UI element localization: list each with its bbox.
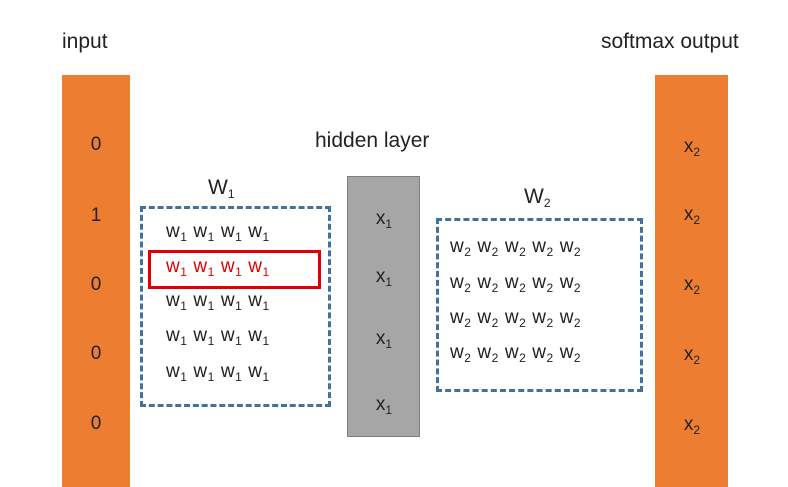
w1-entry: w1: [248, 256, 270, 279]
output-unit: x2: [683, 344, 701, 367]
hidden-unit: x1: [375, 394, 393, 417]
input-title: input: [62, 30, 108, 53]
w2-entry: w2: [532, 342, 554, 365]
w1-entry: w1: [166, 361, 188, 384]
w1-entry: w1: [193, 361, 215, 384]
w1-entry: w1: [166, 325, 188, 348]
w1-entry: w1: [220, 290, 243, 313]
w2-entry: w2: [477, 307, 499, 330]
w2-entry: w2: [559, 307, 582, 330]
w1-entry: w1: [248, 361, 270, 384]
input-value: 1: [90, 205, 102, 226]
w1-entry: w1: [248, 290, 270, 313]
w2-entry: w2: [477, 236, 499, 259]
hidden-unit: x1: [375, 208, 393, 231]
input-value: 0: [90, 134, 102, 155]
w2-entry: w2: [450, 272, 472, 295]
w1-entry: w1: [220, 256, 243, 279]
w1-entry: w1: [193, 221, 215, 244]
w1-entry: w1: [193, 256, 215, 279]
w1-entry: w1: [220, 361, 243, 384]
w2-entry: w2: [504, 236, 527, 259]
hidden-layer-bar: [347, 176, 420, 437]
w2-entry: w2: [477, 342, 499, 365]
w1-entry: w1: [220, 325, 243, 348]
output-unit: x2: [683, 414, 701, 437]
softmax-output-title: softmax output: [601, 30, 739, 53]
w2-entry: w2: [559, 236, 582, 259]
softmax-output-bar: [655, 75, 728, 487]
w2-entry: w2: [532, 307, 554, 330]
w2-matrix-box: [436, 218, 643, 392]
w2-entry: w2: [450, 307, 472, 330]
w1-entry: w1: [248, 325, 270, 348]
w2-entry: w2: [504, 307, 527, 330]
input-value: 0: [90, 274, 102, 295]
w1-entry: w1: [166, 290, 188, 313]
w1-highlighted-row-box: [148, 250, 321, 289]
w1-entry: w1: [166, 256, 188, 279]
output-unit: x2: [683, 274, 701, 297]
w2-entry: w2: [450, 236, 472, 259]
output-unit: x2: [683, 204, 701, 227]
w2-entry: w2: [477, 272, 499, 295]
hidden-unit: x1: [375, 266, 393, 289]
w1-entry: w1: [193, 325, 215, 348]
w2-label: W2: [524, 185, 551, 210]
w2-entry: w2: [504, 272, 527, 295]
w2-entry: w2: [532, 236, 554, 259]
hidden-layer-title: hidden layer: [315, 129, 430, 152]
w2-entry: w2: [559, 272, 582, 295]
hidden-unit: x1: [375, 328, 393, 351]
w2-entry: w2: [504, 342, 527, 365]
input-value: 0: [90, 343, 102, 364]
input-layer-bar: [62, 75, 130, 487]
w1-label: W1: [208, 176, 235, 201]
output-unit: x2: [683, 136, 701, 159]
w1-entry: w1: [166, 221, 188, 244]
w1-entry: w1: [220, 221, 243, 244]
w2-entry: w2: [559, 342, 582, 365]
input-value: 0: [90, 413, 102, 434]
w1-entry: w1: [248, 221, 270, 244]
w2-entry: w2: [450, 342, 472, 365]
w1-entry: w1: [193, 290, 215, 313]
w1-matrix-box: [140, 206, 331, 407]
w2-entry: w2: [532, 272, 554, 295]
